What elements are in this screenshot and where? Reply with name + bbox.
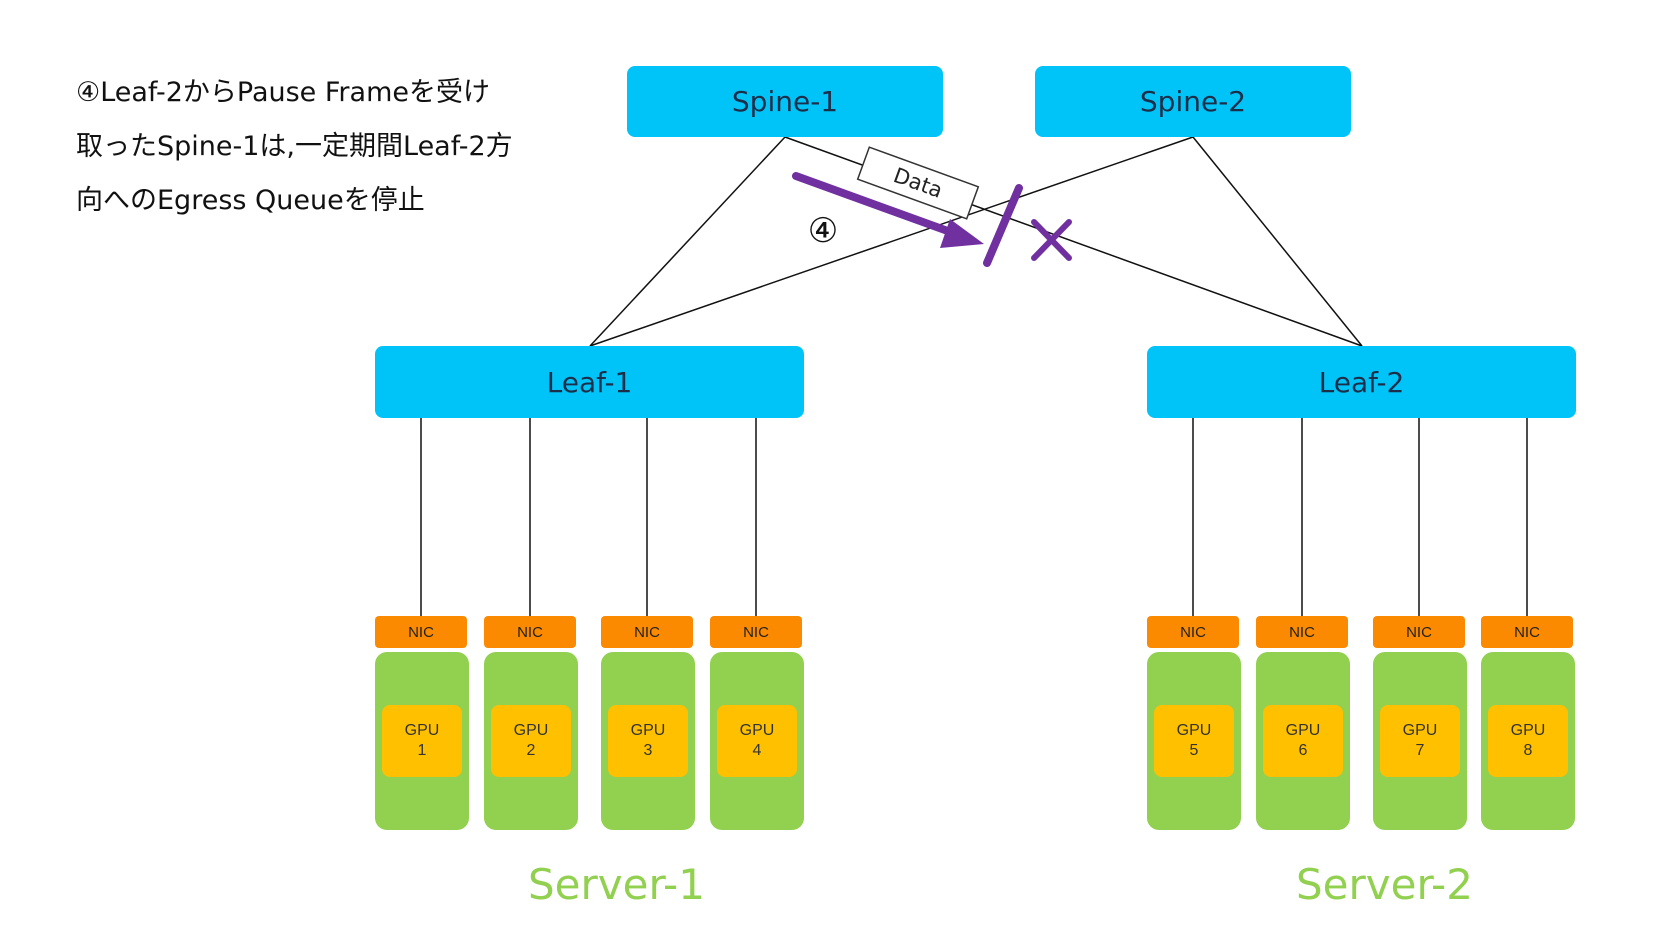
nic-6[interactable]: NIC [1256, 616, 1348, 648]
server-1-node-3: GPU 3 [601, 652, 695, 830]
arrow-head-icon [940, 219, 984, 248]
nic-3[interactable]: NIC [601, 616, 693, 648]
gpu-3[interactable]: GPU 3 [608, 705, 688, 777]
server-2-node-3: GPU 7 [1373, 652, 1467, 830]
traffic-arrow [792, 172, 984, 248]
server-1-node-4: GPU 4 [710, 652, 804, 830]
gpu-5[interactable]: GPU 5 [1154, 705, 1234, 777]
description-line: 取ったSpine-1は,一定期間Leaf-2方 [76, 131, 513, 162]
gpu-8[interactable]: GPU 8 [1488, 705, 1568, 777]
nic-2[interactable]: NIC [484, 616, 576, 648]
nic-8[interactable]: NIC [1481, 616, 1573, 648]
gpu-number: 5 [1189, 742, 1199, 759]
nic-4[interactable]: NIC [710, 616, 802, 648]
gpu-number: 3 [643, 742, 653, 759]
leaf-2-switch[interactable]: Leaf-2 [1147, 346, 1576, 418]
gpu-number: 8 [1523, 742, 1533, 759]
gpu-6[interactable]: GPU 6 [1263, 705, 1343, 777]
gpu-label: GPU [513, 722, 549, 739]
gpu-2[interactable]: GPU 2 [491, 705, 571, 777]
gpu-number: 1 [417, 742, 427, 759]
server-2-node-1: GPU 5 [1147, 652, 1241, 830]
gpu-7[interactable]: GPU 7 [1380, 705, 1460, 777]
nic-7[interactable]: NIC [1373, 616, 1465, 648]
spine-1-label: Spine-1 [731, 85, 839, 118]
description-line: 向へのEgress Queueを停止 [76, 185, 425, 216]
gpu-1[interactable]: GPU 1 [382, 705, 462, 777]
gpu-4[interactable]: GPU 4 [717, 705, 797, 777]
step-marker: ④ [808, 211, 838, 251]
queue-stop-bar-icon [983, 184, 1023, 267]
gpu-label: GPU [1402, 722, 1438, 739]
description-line: ④Leaf-2からPause Frameを受け [76, 77, 490, 108]
gpu-label: GPU [739, 722, 775, 739]
data-packet-box [856, 146, 980, 220]
leaf-1-switch[interactable]: Leaf-1 [375, 346, 804, 418]
leaf-1-label: Leaf-1 [546, 365, 633, 399]
nic-1[interactable]: NIC [375, 616, 467, 648]
link-spine2-leaf1 [589, 136, 1194, 347]
gpu-number: 2 [526, 742, 536, 759]
spine-1-switch[interactable]: Spine-1 [627, 66, 943, 137]
link-spine1-leaf1 [589, 136, 786, 347]
gpu-label: GPU [1285, 722, 1321, 739]
spine-2-label: Spine-2 [1139, 85, 1247, 118]
gpu-number: 4 [752, 742, 762, 759]
leaf-2-label: Leaf-2 [1318, 365, 1405, 399]
blocked-x-icon [1031, 219, 1072, 261]
gpu-label: GPU [1510, 722, 1546, 739]
description-text: ④Leaf-2からPause Frameを受け 取ったSpine-1は,一定期間… [76, 66, 576, 228]
gpu-number: 6 [1298, 742, 1308, 759]
link-spine2-leaf2 [1192, 136, 1363, 347]
server-1-node-2: GPU 2 [484, 652, 578, 830]
server-1-node-1: GPU 1 [375, 652, 469, 830]
server-1-label: Server-1 [528, 860, 705, 909]
gpu-label: GPU [1176, 722, 1212, 739]
traffic-arrow-shaft [792, 172, 960, 238]
gpu-label: GPU [630, 722, 666, 739]
spine-2-switch[interactable]: Spine-2 [1035, 66, 1351, 137]
server-2-node-4: GPU 8 [1481, 652, 1575, 830]
server-2-node-2: GPU 6 [1256, 652, 1350, 830]
nic-5[interactable]: NIC [1147, 616, 1239, 648]
server-2-label: Server-2 [1296, 860, 1473, 909]
gpu-label: GPU [404, 722, 440, 739]
gpu-number: 7 [1415, 742, 1425, 759]
